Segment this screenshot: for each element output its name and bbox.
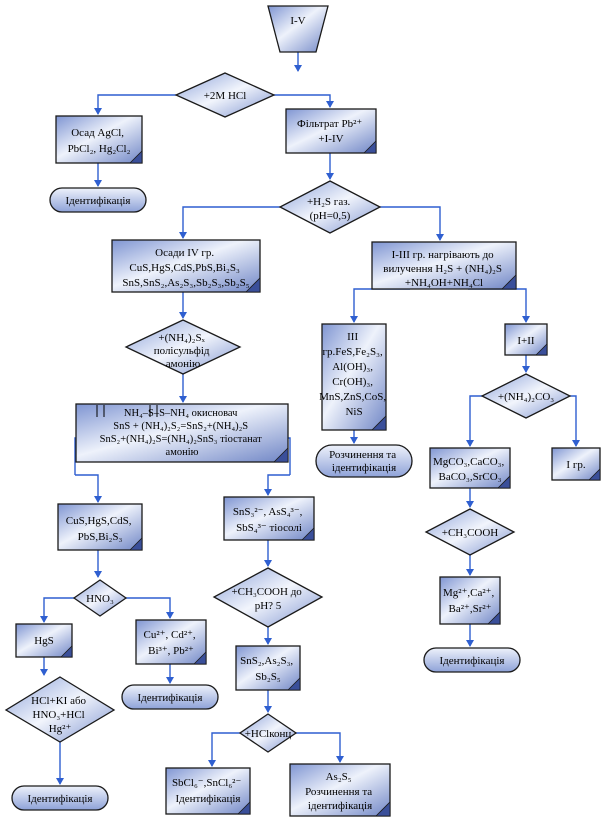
disulfide-bond-marks xyxy=(96,405,158,417)
node-grIII-shape xyxy=(321,323,387,431)
label-ident1: Ідентифікація xyxy=(66,195,131,207)
node-nh4-shape xyxy=(75,403,289,463)
node-as2s5-shape xyxy=(289,763,391,817)
node-rozch1-shape xyxy=(315,444,413,478)
node-ch3cooh2-shape xyxy=(212,567,324,628)
node-hgs-shape xyxy=(15,623,73,658)
label-ident2: Ідентифікація xyxy=(440,655,505,667)
node-hno3-shape xyxy=(72,579,128,617)
node-ident1-shape xyxy=(49,187,147,213)
label-carb: MgCO₃,CaCO₃, BaCO₃,SrCO₃ xyxy=(433,456,507,483)
label-hcl: +2M HCl xyxy=(204,90,247,102)
conn-nh42co3-igr xyxy=(570,395,580,447)
node-gr13-shape xyxy=(371,241,517,290)
label-ident4: Ідентифікація xyxy=(28,793,93,805)
conn-hcl-agcl xyxy=(94,94,176,115)
label-start: I-V xyxy=(290,15,305,27)
label-grIII: III гр.FeS,Fe₂S₃, Al(OH)₃, Cr(OH)₃, MnS,… xyxy=(319,331,389,418)
label-nh4: NH₄–S–S–NH₄ окисновач SnS + (NH₄)₂S₂=SnS… xyxy=(100,408,265,458)
node-nh42co3-shape xyxy=(480,373,572,419)
label-sbcl: SbCl₆⁻,SnCl₆²⁻ Ідентифікація xyxy=(172,777,244,805)
node-agcl-shape xyxy=(55,115,143,164)
conn-nh4-sns3-arrow xyxy=(264,474,290,496)
label-agcl: Осад AgCl, PbCl₂, Hg₂Cl₂ xyxy=(68,127,131,155)
labels: I-V +2M HCl Осад AgCl, PbCl₂, Hg₂Cl₂ Філ… xyxy=(28,15,586,812)
shapes xyxy=(4,5,601,817)
label-sns3: SnS₃²⁻, AsS₄³⁻, SbS₄³⁻ тіосолі xyxy=(233,506,305,534)
node-ident3-shape xyxy=(121,684,219,710)
node-i2-shape xyxy=(504,323,548,356)
label-filtrat: Фільтрат Pb²⁺ +I-IV xyxy=(297,118,365,145)
node-ident4-shape xyxy=(11,785,109,811)
conn-h2s-gr13 xyxy=(380,206,444,241)
label-ident3: Ідентифікація xyxy=(138,692,203,704)
label-as2s5: As₂S₅ Розчинення та ідентифікація xyxy=(305,771,375,812)
node-hclkonc-shape xyxy=(238,713,298,753)
node-ident2-shape xyxy=(423,647,521,673)
connectors xyxy=(40,52,580,785)
label-hclki: HCl+KI або HNO₃+HCl Hg²⁺ xyxy=(31,695,89,735)
label-nh42co3: +(NH₄)₂CO₃ xyxy=(498,391,554,403)
node-filtrat-shape xyxy=(285,108,377,154)
node-cu-shape xyxy=(135,619,207,665)
label-sns2: SnS₂,As₂S₃, Sb₂S₅ xyxy=(240,655,296,683)
node-carb-shape xyxy=(429,447,511,489)
conn-hclkonc-as2s5 xyxy=(296,732,344,763)
node-cus-shape xyxy=(57,503,143,551)
conn-gr13-i2 xyxy=(468,288,530,323)
label-hno3: HNO₃ xyxy=(86,593,114,605)
label-cu: Cu²⁺, Cd²⁺, Bi³⁺, Pb²⁺ xyxy=(144,629,199,657)
conn-h2s-osadIV xyxy=(179,206,280,239)
label-h2s: +H₂S газ. (pH=0,5) xyxy=(307,196,353,222)
conn-nh42co3-carb xyxy=(466,395,482,447)
conn-hclkonc-sbcl xyxy=(208,732,240,767)
label-nh4sx: +(NH₄)₂Sₓ полісульфід амонію xyxy=(154,332,213,370)
label-hgs: HgS xyxy=(34,635,54,647)
node-hclki-shape xyxy=(4,676,116,743)
node-hcl-shape xyxy=(174,72,276,118)
label-rozch1: Розчинення та ідентифікація xyxy=(329,449,399,474)
label-cus: CuS,HgS,CdS, PbS,Bi₂S₃ xyxy=(66,515,134,543)
node-h2s-shape xyxy=(278,180,382,234)
node-igr-shape xyxy=(551,447,601,481)
node-osadIV-shape xyxy=(111,239,261,293)
label-igr: I гр. xyxy=(566,459,585,471)
conn-hno3-cu xyxy=(126,597,174,619)
label-ch3cooh2: +CH₃COOH до pH? 5 xyxy=(231,586,304,612)
node-sbcl-shape xyxy=(165,767,251,815)
node-sns2-shape xyxy=(235,645,301,691)
node-nh4sx-shape xyxy=(124,319,242,375)
node-ions-shape xyxy=(439,576,501,625)
conn-gr13-grIII xyxy=(350,288,410,323)
node-sns3-shape xyxy=(223,496,315,541)
label-osadIV: Осади IV гр. CuS,HgS,CdS,PbS,Bi₂S₃ SnS,S… xyxy=(122,247,249,289)
label-gr13: I-III гр. нагрівають до вилучення H₂S + … xyxy=(383,249,504,289)
label-ions: Mg²⁺,Ca²⁺, Ba²⁺,Sr²⁺ xyxy=(443,587,497,615)
node-ch3cooh1-shape xyxy=(424,508,516,556)
label-ch3cooh1: +CH₃COOH xyxy=(442,527,499,539)
conn-hcl-filtrat xyxy=(274,94,334,108)
node-start-shape xyxy=(267,5,329,53)
conn-nh4-cus-arrow xyxy=(75,474,102,503)
label-hclkonc: +HClконц xyxy=(245,728,292,740)
label-i2: I+II xyxy=(517,335,535,347)
conn-hno3-hgs xyxy=(40,597,74,623)
